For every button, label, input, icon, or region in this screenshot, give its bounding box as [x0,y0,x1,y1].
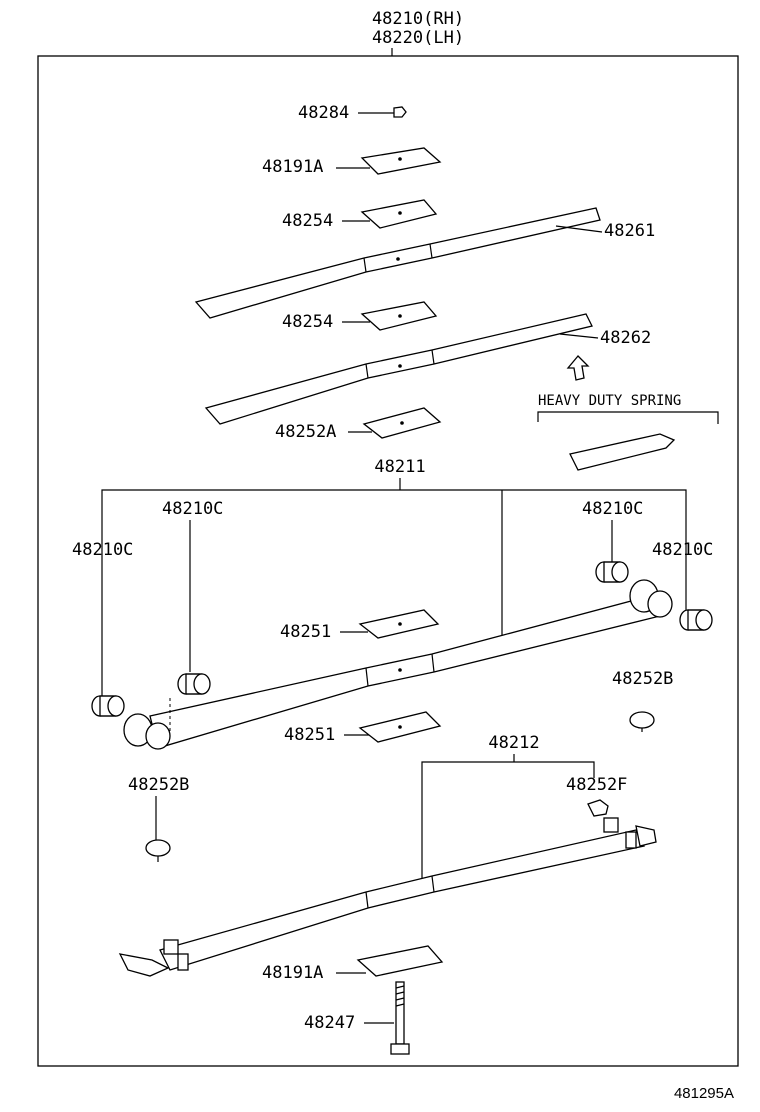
bumper-48252b-left [145,839,171,862]
label-48212: 48212 [488,733,539,753]
bumper-48252b-right [629,711,655,732]
label-48262: 48262 [600,328,651,348]
leader-48262 [559,333,599,339]
label-48254-b: 48254 [282,312,333,332]
lower-leaf-48212 [118,817,657,977]
label-48210c-3: 48210C [582,499,643,519]
label-48211: 48211 [374,457,425,477]
lower-leaf-left-tip [118,953,170,977]
label-48284: 48284 [298,103,349,123]
label-48252b-left: 48252B [128,775,189,795]
plate-hole [398,157,402,161]
bushing-left-inner [177,673,211,695]
clip-48252f [587,799,609,817]
spacer-hole [398,211,402,215]
leaf-48262-hole [398,364,402,368]
lower-leaf-clip-left [163,939,179,955]
leaf-48261-seam-2 [429,243,433,259]
lower-leaf-clip-right-b [625,831,637,849]
clip-plate-48191a-bottom [356,945,444,977]
label-48252a: 48252A [275,422,336,442]
figure-id: 481295A [674,1085,734,1102]
label-48252f: 48252F [566,775,627,795]
label-48191a-top: 48191A [262,157,323,177]
label-heavy-duty-spring: HEAVY DUTY SPRING [538,393,681,409]
title-lh: 48220(LH) [372,28,464,48]
label-48254-a: 48254 [282,211,333,231]
main-leaf-48211 [123,579,673,750]
plate-48252a-hole [400,421,404,425]
label-48210c-1: 48210C [162,499,223,519]
leaf-48261-seam-1 [363,257,367,273]
bushing-right-inner [595,561,629,583]
spacer-hole-b [398,314,402,318]
title-rh: 48210(RH) [372,9,464,29]
label-48251-a: 48251 [280,622,331,642]
leaf-48262-seam-2 [431,349,435,365]
leaf-48262-seam-1 [365,363,369,379]
leaf-spring-48261 [194,207,601,319]
arrow-up-icon [566,355,590,381]
plate-48251-b-hole [398,725,402,729]
leaf-48261-hole [396,257,400,261]
plate-48251-a-hole [398,622,402,626]
clip-plate-48191a-top [360,147,442,175]
heavy-duty-bracket [537,411,719,424]
label-48252b-right: 48252B [612,669,673,689]
bushing-right-outer [679,609,713,631]
bushing-left-outer [91,695,125,717]
lower-leaf-right-tip [635,825,657,847]
label-48251-b: 48251 [284,725,335,745]
lower-leaf-clip-right [603,817,619,833]
label-48210c-4: 48210C [652,540,713,560]
leader-48261 [555,225,603,233]
nut-48284 [393,106,407,118]
label-48210c-2: 48210C [72,540,133,560]
lower-leaf-clip-left-b [177,953,189,971]
label-48191a-bottom: 48191A [262,963,323,983]
center-bolt-48247 [390,981,410,1055]
label-48261: 48261 [604,221,655,241]
diagram-frame [37,55,739,1067]
leaf-spring-48262 [204,313,593,425]
heavy-duty-leaf [569,433,676,471]
bracket-48211 [101,489,687,700]
bracket-48212 [421,761,595,886]
label-48247: 48247 [304,1013,355,1033]
